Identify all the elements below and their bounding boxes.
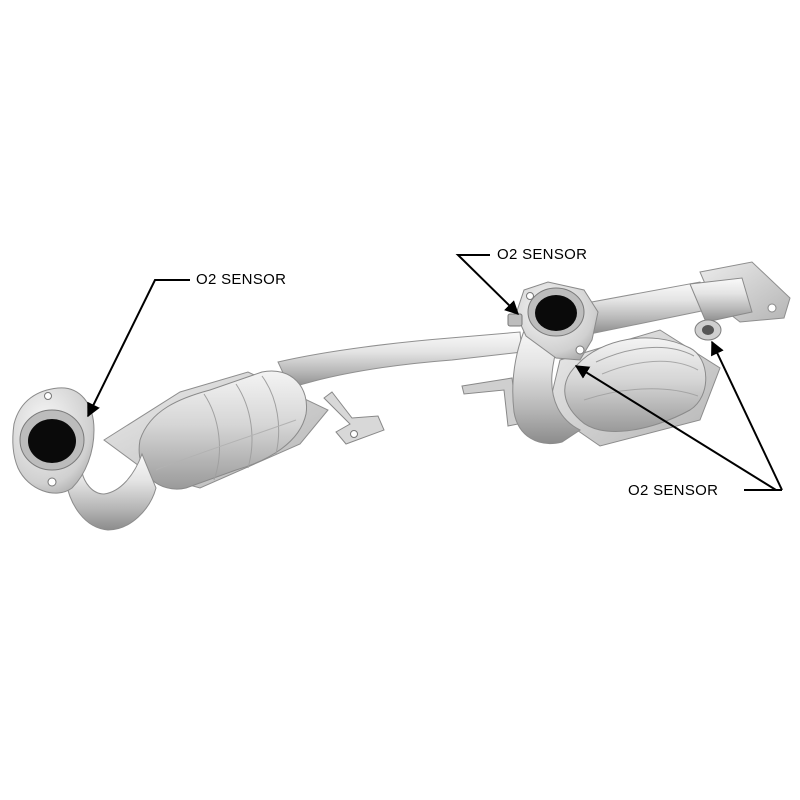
callout-leader-top bbox=[455, 254, 519, 315]
o2-sensor-label-left: O2 SENSOR bbox=[196, 271, 287, 288]
o2-sensor-label-right: O2 SENSOR bbox=[628, 482, 719, 499]
right-o2-sensor-port bbox=[694, 319, 722, 341]
left-inlet-flange bbox=[12, 387, 95, 494]
upper-right-pipe bbox=[569, 277, 753, 335]
o2-sensor-label-top: O2 SENSOR bbox=[497, 246, 588, 263]
mid-pipe bbox=[277, 331, 523, 389]
left-inlet-pipe bbox=[65, 452, 157, 531]
callout-leader-right-to-port bbox=[711, 340, 783, 491]
callout-leader-left bbox=[87, 279, 190, 418]
left-catalytic-converter bbox=[138, 370, 308, 490]
support-bracket-left bbox=[323, 391, 385, 445]
support-rod-middle bbox=[461, 377, 519, 427]
top-inlet-flange bbox=[515, 281, 599, 361]
top-o2-sensor-port bbox=[507, 313, 523, 327]
right-catalytic-converter bbox=[547, 329, 721, 447]
